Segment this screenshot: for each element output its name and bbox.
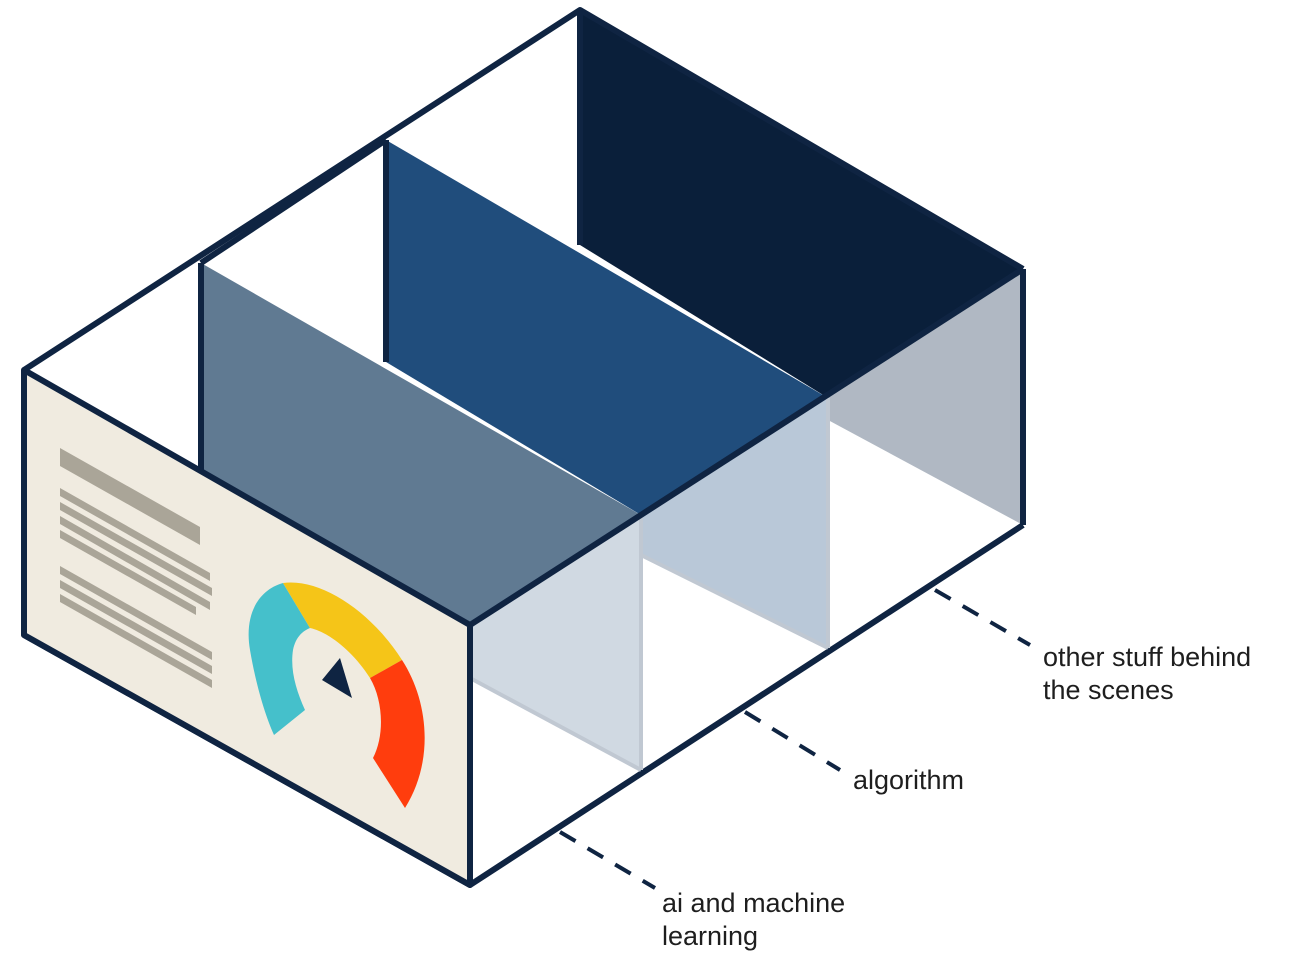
gauge-segment-teal [248, 583, 310, 735]
front-divider-panel-ai [201, 263, 641, 625]
screen-text-lines [60, 448, 212, 688]
label-algorithm: algorithm [853, 764, 964, 797]
gauge-needle [322, 658, 352, 698]
screen-heading-bar [60, 448, 200, 545]
label-ai-and-machine-learning: ai and machine learning [662, 887, 845, 953]
screen-text-line [60, 516, 210, 610]
leader-line-other [933, 588, 1032, 647]
leader-line-ai [558, 830, 657, 890]
middle-panel-algorithm [386, 140, 828, 515]
screen-text-line [60, 594, 212, 688]
screen-text-line [60, 566, 212, 660]
gauge-segment-yellow [283, 582, 402, 678]
back-panel-other [580, 10, 1023, 398]
gauge-icon [248, 582, 425, 808]
label-line: the scenes [1043, 675, 1174, 705]
box-outline [22, 7, 1026, 888]
label-line: ai and machine [662, 888, 846, 918]
label-line: algorithm [853, 765, 965, 795]
label-line: learning [662, 921, 759, 951]
glass-face-2 [641, 398, 828, 648]
label-other-stuff-behind-the-scenes: other stuff behind the scenes [1043, 641, 1251, 707]
leader-line-algorithm [743, 710, 842, 772]
glass-face-1 [470, 515, 641, 770]
label-line: other stuff behind [1043, 642, 1252, 672]
screen-text-line [60, 502, 212, 596]
inner-edges [469, 398, 830, 772]
screen-text-line [60, 488, 210, 581]
screen-text-line [60, 530, 196, 615]
glass-face-3 [828, 272, 1023, 525]
screen-text-line [60, 580, 212, 674]
gauge-segment-red [370, 660, 425, 808]
